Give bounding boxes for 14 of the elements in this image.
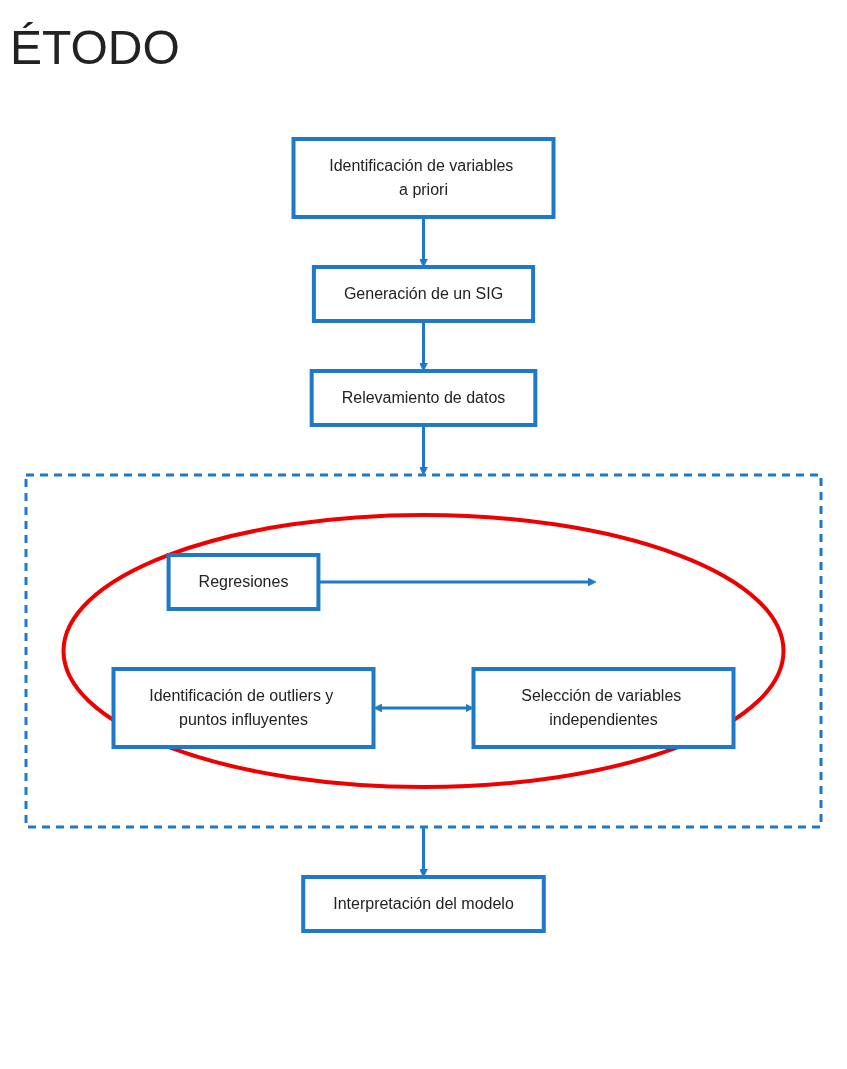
node-box: Identificación de variables a priori [291,136,556,219]
arrow [419,216,428,267]
arrow [419,424,428,475]
title: ÉTODO [10,20,180,75]
node-box: Relevamiento de datos [309,368,538,427]
node-box: Identificación de outliers y puntos influyentes [111,666,376,749]
node-box: Generación de un SIG [311,264,536,323]
arrow [419,826,428,877]
arrow [419,320,428,371]
node-box: Selección de variables independientes [471,666,736,749]
node-box: Regresiones [166,552,321,611]
cluster [24,473,823,828]
node-box: Interpretación del modelo [301,874,546,933]
cluster [61,512,786,789]
